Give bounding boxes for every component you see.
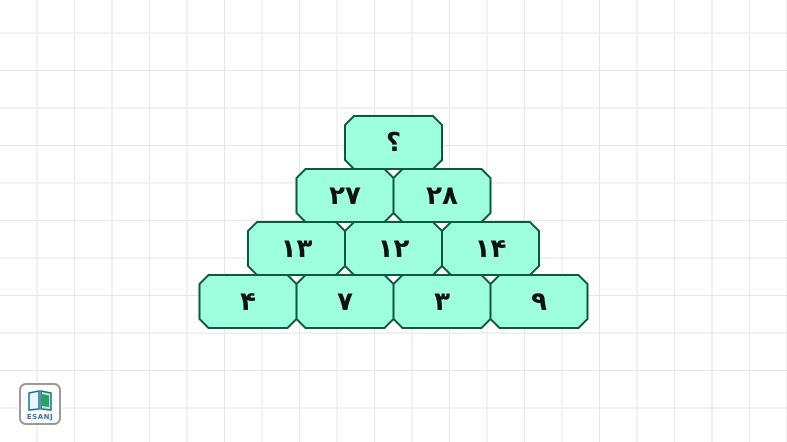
brick-value: ۲۷ [329, 181, 361, 211]
brick-value: ؟ [386, 128, 401, 158]
brick-shape [198, 274, 298, 329]
brick-value: ۳ [434, 287, 450, 317]
pyramid-brick-r4-c4: ۹ [489, 274, 589, 329]
pyramid-brick-r4-c1: ۴ [198, 274, 298, 329]
brick-value: ۷ [337, 287, 353, 317]
esanj-logo: ESANJ [19, 383, 61, 425]
pyramid-brick-r2-c2: ۲۸ [392, 168, 492, 223]
brick-value: ۱۳ [281, 234, 313, 264]
brick-value: ۱۴ [475, 234, 507, 264]
logo-text: ESANJ [26, 413, 54, 421]
pyramid-brick-r3-c1: ۱۳ [247, 221, 346, 276]
pyramid-brick-r3-c3: ۱۴ [441, 221, 540, 276]
brick-value: ۹ [531, 287, 547, 317]
book-icon [28, 390, 52, 411]
pyramid-brick-r3-c2: ۱۲ [344, 221, 443, 276]
brick-shape [392, 274, 492, 329]
brick-shape [489, 274, 589, 329]
brick-value: ۴ [240, 287, 256, 317]
pyramid-brick-r2-c1: ۲۷ [295, 168, 395, 223]
pyramid-brick-r4-c3: ۳ [392, 274, 492, 329]
pyramid-brick-r1-c1: ؟ [344, 115, 443, 170]
pyramid-brick-r4-c2: ۷ [295, 274, 395, 329]
brick-value: ۱۲ [378, 234, 410, 264]
brick-value: ۲۸ [426, 181, 458, 211]
brick-shape [295, 274, 395, 329]
